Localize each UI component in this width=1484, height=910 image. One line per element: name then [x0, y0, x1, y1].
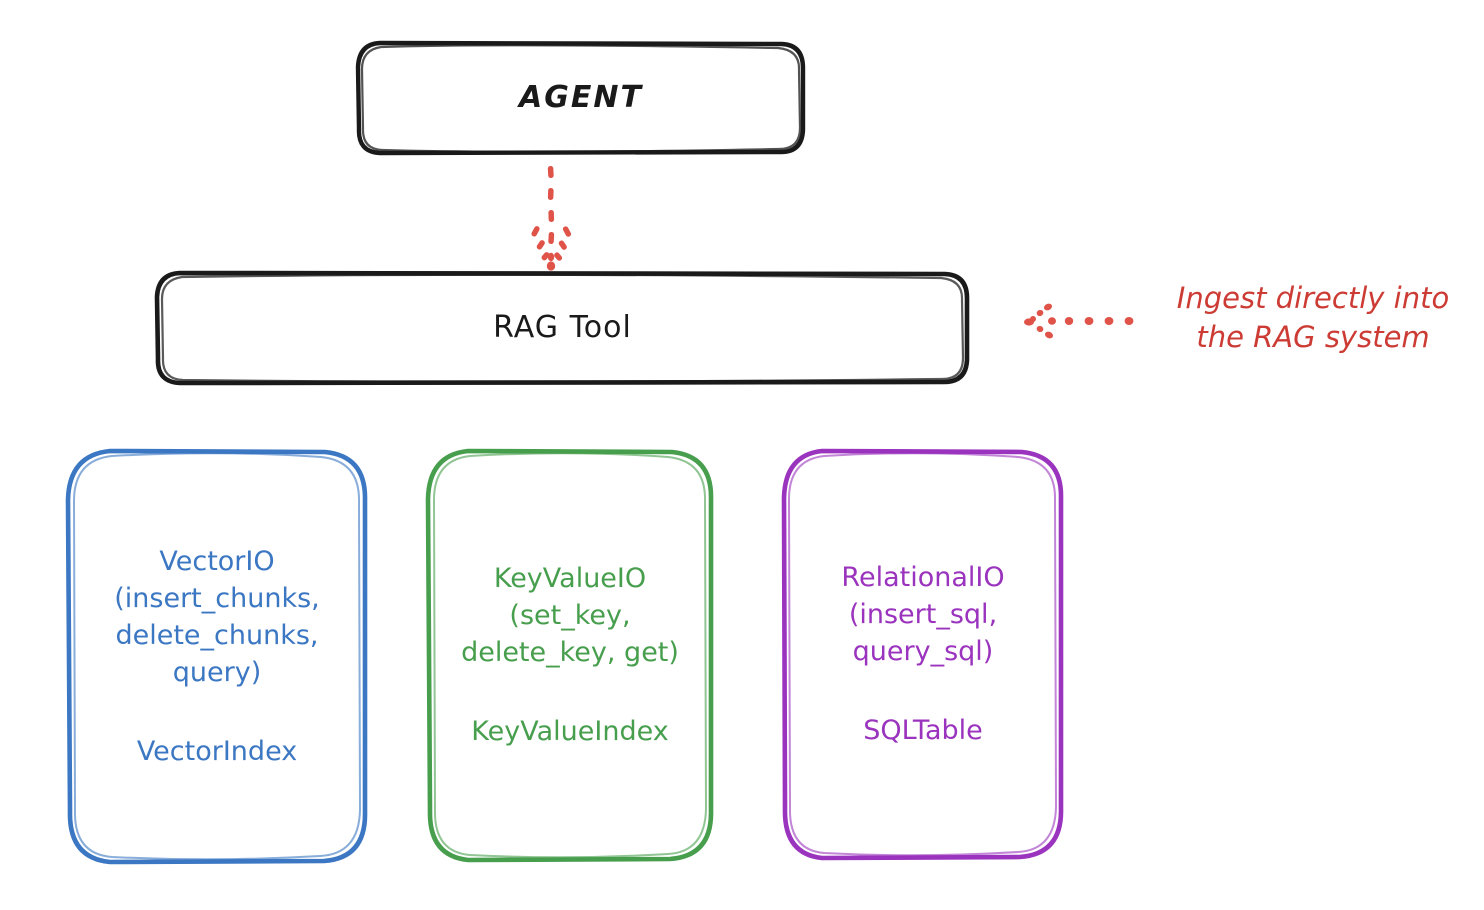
relational-store-box-outline	[781, 448, 1064, 861]
agent-box-outline	[355, 40, 806, 156]
keyvalue-store-index-label: KeyValueIndex	[471, 716, 669, 747]
relational-store-index-label: SQLTable	[863, 715, 983, 746]
node-vector-store[interactable]: VectorIO (insert_chunks, delete_chunks, …	[68, 450, 366, 862]
keyvalue-store-interface-label: KeyValueIO (set_key, delete_key, get)	[461, 563, 679, 668]
agent-to-rag-arrow	[531, 166, 572, 271]
relational-store-interface-label: RelationalIO (insert_sql, query_sql)	[841, 562, 1005, 667]
node-agent[interactable]: AGENT	[358, 42, 804, 154]
vector-store-index-label: VectorIndex	[136, 735, 298, 767]
rag-tool-label: RAG Tool	[493, 310, 632, 345]
ingest-annotation-text: Ingest directly into the RAG system	[1176, 281, 1450, 354]
node-keyvalue-store[interactable]: KeyValueIO (set_key, delete_key, get) Ke…	[428, 450, 712, 860]
keyvalue-store-box-outline	[425, 448, 714, 863]
node-rag-tool[interactable]: RAG Tool	[157, 272, 968, 384]
vector-store-interface-label: VectorIO (insert_chunks, delete_chunks, …	[114, 545, 320, 688]
rag-tool-box-outline	[154, 270, 970, 386]
agent-label: AGENT	[519, 80, 643, 115]
vector-store-box-outline	[65, 448, 368, 865]
ingest-arrow	[1024, 303, 1134, 339]
node-relational-store[interactable]: RelationalIO (insert_sql, query_sql) SQL…	[784, 450, 1062, 858]
